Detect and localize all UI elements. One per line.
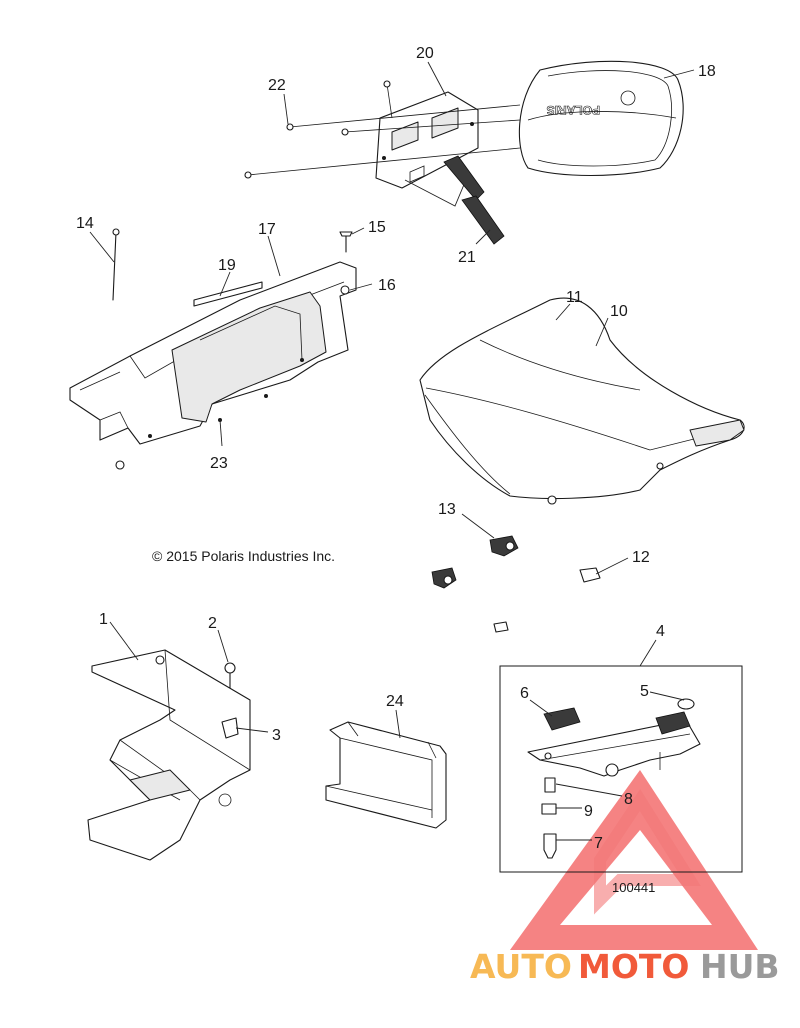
callout-labels: 1 2 3 4 5 6 7 8 9 10 11 12 13 14 15 16 1…: [76, 45, 716, 852]
latch-6: [543, 707, 691, 735]
washer-9: [541, 803, 557, 815]
callout-18: 18: [698, 63, 716, 80]
callout-22: 22: [268, 77, 286, 94]
callout-7: 7: [594, 835, 603, 852]
callout-11: 11: [566, 289, 583, 306]
callout-1: 1: [99, 611, 108, 628]
screw-14: [112, 228, 120, 301]
backrest-logo: POLARIS: [547, 103, 600, 117]
callout-16: 16: [378, 277, 396, 294]
callout-14: 14: [76, 215, 94, 232]
callout-4: 4: [656, 623, 665, 640]
nut-16: [340, 285, 350, 295]
figure-number: 100441: [612, 880, 655, 895]
pin-2: [224, 662, 236, 689]
callout-2: 2: [208, 615, 217, 632]
bracket-1: [87, 649, 251, 861]
seat-10: [419, 297, 745, 505]
clips-13: [431, 535, 519, 589]
nut-12: [579, 567, 601, 583]
callout-19: 19: [218, 257, 236, 274]
latches-21: [443, 155, 505, 245]
watermark-hub: HUB: [700, 947, 780, 986]
watermark-triangle: [510, 770, 758, 950]
callout-6: 6: [520, 685, 529, 702]
seat-rail-4: [527, 719, 701, 777]
callout-12: 12: [632, 549, 650, 566]
watermark-auto: AUTO: [470, 947, 572, 986]
callout-21: 21: [458, 249, 476, 266]
watermark-moto: MOTO: [578, 947, 689, 986]
callout-13: 13: [438, 501, 456, 518]
bracket-19: [193, 281, 263, 307]
callout-10: 10: [610, 303, 628, 320]
callout-15: 15: [368, 219, 386, 236]
bolt-7: [543, 833, 557, 859]
inset-box-4: [499, 665, 743, 873]
callout-20: 20: [416, 45, 434, 62]
spacer-8: [544, 777, 556, 793]
copyright-notice: © 2015 Polaris Industries Inc.: [152, 548, 335, 564]
watermark-logo: AUTO MOTO HUB: [470, 947, 780, 986]
callout-5: 5: [640, 683, 649, 700]
nut-23: [115, 460, 125, 470]
bolts-22: [244, 80, 521, 179]
callout-23: 23: [210, 455, 228, 472]
callout-24: 24: [386, 693, 404, 710]
callout-8: 8: [624, 791, 633, 808]
bumper-5: [677, 698, 695, 710]
backrest-pad-18: POLARIS: [518, 60, 684, 177]
nut-loose: [493, 621, 509, 633]
callout-3: 3: [272, 727, 281, 744]
clip-3: [221, 717, 239, 739]
screw-15: [339, 231, 353, 253]
callout-17: 17: [258, 221, 276, 238]
bracket-24: [325, 721, 447, 829]
polaris-star-icon: [620, 90, 636, 106]
callout-9: 9: [584, 803, 593, 820]
rear-panel-17: [69, 261, 357, 445]
leader-lines: [89, 61, 695, 841]
backrest-bracket-20: [375, 91, 479, 207]
